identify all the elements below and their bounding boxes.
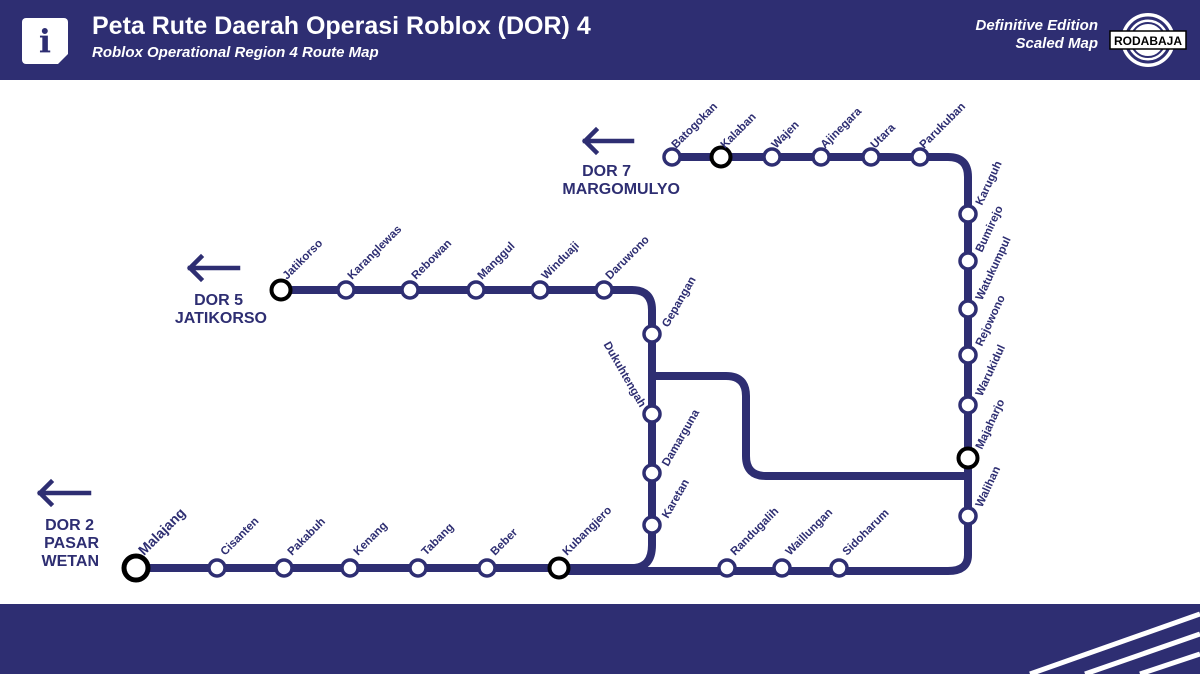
dest-dor5-line1: DOR 5 xyxy=(194,292,243,309)
route-lines xyxy=(136,153,972,575)
station-label-sidoharum: Sidoharum xyxy=(841,507,892,558)
station-label-kubangjero: Kubangjero xyxy=(561,504,615,558)
station-marker-pakabuh[interactable] xyxy=(274,558,294,578)
station-label-gepangan: Gepangan xyxy=(660,275,699,330)
dest-dor2-line1: DOR 2 xyxy=(45,517,94,534)
dest-dor7-line1: DOR 7 xyxy=(582,163,631,180)
station-marker-cisanten[interactable] xyxy=(207,558,227,578)
footer-bar xyxy=(0,604,1200,674)
station-label-majaharjo: Majaharjo xyxy=(974,398,1008,452)
station-marker-warukidul[interactable] xyxy=(958,395,978,415)
station-marker-parukuban[interactable] xyxy=(910,147,930,167)
station-marker-batogokan[interactable] xyxy=(662,147,682,167)
info-icon: i xyxy=(22,18,68,64)
station-label-walihan: Walihan xyxy=(974,465,1003,510)
route-line-middle xyxy=(281,286,656,572)
station-marker-utara[interactable] xyxy=(861,147,881,167)
station-label-karanglewas: Karanglewas xyxy=(346,223,405,282)
page-title: Peta Rute Daerah Operasi Roblox (DOR) 4 xyxy=(92,12,591,40)
station-label-malajang: Malajang xyxy=(135,504,189,558)
station-marker-watukumpul[interactable] xyxy=(958,299,978,319)
station-marker-jatikorso[interactable] xyxy=(269,278,293,302)
station-marker-wajen[interactable] xyxy=(762,147,782,167)
station-label-dukuhtengah: Dukuhtengah xyxy=(601,340,648,410)
dest-dor7-line2: MARGOMULYO xyxy=(562,181,680,198)
route-line-top xyxy=(560,153,972,575)
station-marker-karetan[interactable] xyxy=(642,515,662,535)
station-label-rejowono: Rejowono xyxy=(974,293,1008,348)
station-marker-majaharjo[interactable] xyxy=(956,446,980,470)
station-marker-kenang[interactable] xyxy=(340,558,360,578)
station-label-parukuban: Parukuban xyxy=(918,101,969,152)
rodabaja-logo: RODABAJA xyxy=(1109,13,1187,67)
station-marker-rebowan[interactable] xyxy=(400,280,420,300)
arrow-dor2 xyxy=(36,478,92,508)
station-label-manggul: Manggul xyxy=(476,240,518,282)
station-label-jatikorso: Jatikorso xyxy=(281,237,326,282)
station-marker-daruwono[interactable] xyxy=(594,280,614,300)
edition-line-2: Scaled Map xyxy=(1015,35,1098,52)
station-marker-karanglewas[interactable] xyxy=(336,280,356,300)
station-label-damarguna: Damarguna xyxy=(660,407,702,468)
station-label-wajen: Wajen xyxy=(770,119,802,151)
edition-label: Definitive Edition Scaled Map xyxy=(975,17,1098,53)
station-marker-rejowono[interactable] xyxy=(958,345,978,365)
station-marker-manggul[interactable] xyxy=(466,280,486,300)
dest-dor5-line2: JATIKORSO xyxy=(175,310,267,327)
station-label-pakabuh: Pakabuh xyxy=(286,516,328,558)
station-label-beber: Beber xyxy=(489,526,521,558)
station-marker-randugalih[interactable] xyxy=(717,558,737,578)
page-subtitle: Roblox Operational Region 4 Route Map xyxy=(92,44,379,61)
station-label-utara: Utara xyxy=(869,121,899,151)
station-label-karetan: Karetan xyxy=(660,477,692,520)
station-marker-beber[interactable] xyxy=(477,558,497,578)
station-label-ajinegara: Ajinegara xyxy=(819,105,865,151)
station-marker-gepangan[interactable] xyxy=(642,324,662,344)
station-label-batogokan: Batogokan xyxy=(670,101,721,152)
dest-dor2-line2: PASAR xyxy=(44,535,99,552)
station-label-kenang: Kenang xyxy=(352,520,390,558)
station-label-warukidul: Warukidul xyxy=(974,343,1008,398)
station-label-kalaban: Kalaban xyxy=(719,111,759,151)
edition-line-1: Definitive Edition xyxy=(975,17,1098,34)
station-label-tabang: Tabang xyxy=(420,521,457,558)
station-marker-winduaji[interactable] xyxy=(530,280,550,300)
header-bar: i Peta Rute Daerah Operasi Roblox (DOR) … xyxy=(0,0,1200,80)
station-marker-damarguna[interactable] xyxy=(642,463,662,483)
arrow-dor7 xyxy=(581,126,635,156)
station-label-cisanten: Cisanten xyxy=(219,515,262,558)
station-label-rebowan: Rebowan xyxy=(410,237,455,282)
station-marker-malajang[interactable] xyxy=(121,553,151,583)
logo-text: RODABAJA xyxy=(1114,34,1182,48)
station-marker-ajinegara[interactable] xyxy=(811,147,831,167)
station-marker-sidoharum[interactable] xyxy=(829,558,849,578)
station-label-randugalih: Randugalih xyxy=(729,505,782,558)
station-marker-karuguh[interactable] xyxy=(958,204,978,224)
footer-stripes xyxy=(1029,611,1200,674)
route-map: DOR 7 MARGOMULYO DOR 5 JATIKORSO DOR 2 P… xyxy=(36,101,1014,583)
station-label-karuguh: Karuguh xyxy=(974,159,1005,207)
station-marker-bumirejo[interactable] xyxy=(958,251,978,271)
station-marker-waillungan[interactable] xyxy=(772,558,792,578)
station-marker-dukuhtengah[interactable] xyxy=(642,404,662,424)
station-marker-tabang[interactable] xyxy=(408,558,428,578)
station-label-daruwono: Daruwono xyxy=(604,234,652,282)
station-label-waillungan: Waillungan xyxy=(784,507,836,559)
arrow-dor5 xyxy=(186,253,241,283)
station-marker-kubangjero[interactable] xyxy=(547,556,571,580)
station-marker-walihan[interactable] xyxy=(958,506,978,526)
route-line-connector xyxy=(652,372,968,480)
dest-dor2-line3: WETAN xyxy=(42,553,99,570)
station-label-winduaji: Winduaji xyxy=(540,240,582,282)
station-marker-kalaban[interactable] xyxy=(709,145,733,169)
